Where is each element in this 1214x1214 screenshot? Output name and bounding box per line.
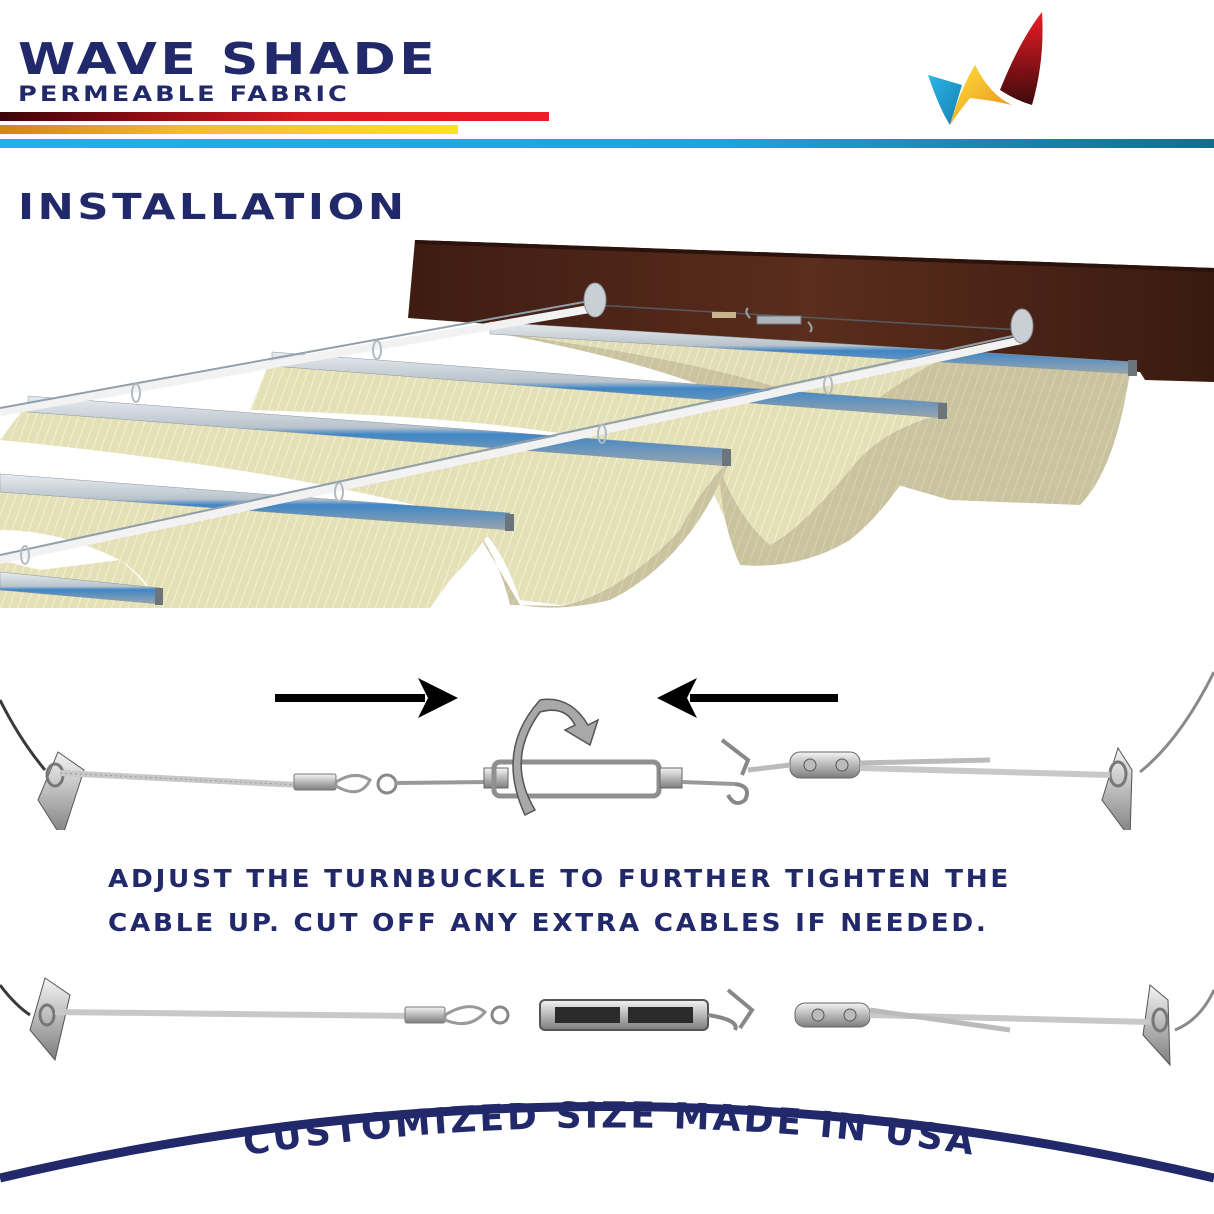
blue-stripe bbox=[0, 139, 1214, 148]
made-in-usa-banner: CUSTOMIZED SIZE MADE IN USA bbox=[0, 1095, 1214, 1183]
instruction-line-2: CABLE UP. CUT OFF ANY EXTRA CABLES IF NE… bbox=[108, 908, 989, 937]
red-stripe bbox=[0, 112, 549, 121]
arrow-right-icon bbox=[275, 678, 458, 718]
brand-title: WAVE SHADE bbox=[18, 34, 439, 85]
svg-text:CUSTOMIZED SIZE MADE IN USA: CUSTOMIZED SIZE MADE IN USA bbox=[240, 1095, 979, 1164]
wave-shade-canopy-illustration bbox=[0, 240, 1214, 608]
section-title: INSTALLATION bbox=[18, 187, 408, 228]
banner-text: CUSTOMIZED SIZE MADE IN USA bbox=[240, 1095, 976, 1164]
turnbuckle-cable-assembly bbox=[0, 671, 1214, 830]
wood-beam bbox=[408, 240, 1214, 382]
yellow-stripe bbox=[0, 125, 458, 134]
rotate-arrow-icon bbox=[512, 698, 600, 817]
tightened-turnbuckle-assembly bbox=[0, 977, 1214, 1067]
brand-subtitle: PERMEABLE FABRIC bbox=[18, 82, 350, 106]
brand-logo-icon bbox=[928, 12, 1043, 125]
instruction-line-1: ADJUST THE TURNBUCKLE TO FURTHER TIGHTEN… bbox=[108, 864, 1012, 893]
arrow-left-icon bbox=[657, 678, 838, 718]
